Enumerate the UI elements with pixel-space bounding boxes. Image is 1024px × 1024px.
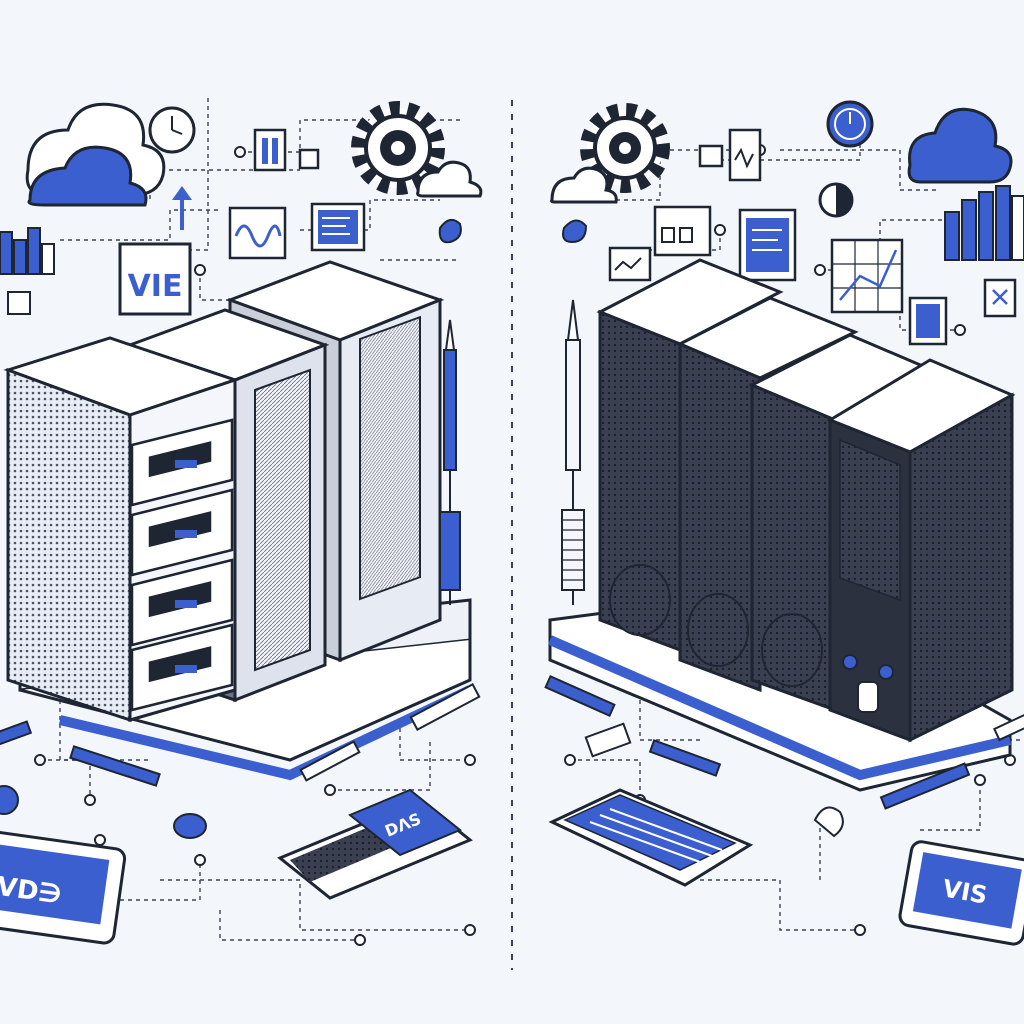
clock-icon (826, 100, 874, 148)
bar-chart-icon (944, 185, 1024, 261)
tablet-icon: VD∋ (0, 830, 127, 945)
chart-card-icon (253, 128, 287, 172)
card-icon (608, 246, 652, 282)
screwdriver-icon (879, 762, 971, 810)
server-rack-icon (748, 333, 936, 713)
server-rack-icon (826, 358, 1016, 743)
tablet-icon: VIS (898, 840, 1024, 946)
left-connector-dots (34, 146, 476, 946)
screwdriver-icon (648, 739, 722, 777)
cloud-icon (416, 160, 483, 198)
waveform-card-icon (228, 206, 287, 260)
pen-icon (409, 683, 481, 731)
cloud-icon (550, 166, 618, 204)
leaf-icon (438, 218, 462, 244)
right-connector-dots (564, 144, 1016, 936)
gear-icon (580, 103, 670, 193)
drive-bays (130, 418, 234, 712)
grid-chart-icon (830, 238, 904, 314)
card-icon (908, 296, 948, 346)
screwdriver-icon (69, 745, 161, 787)
pencil-icon (439, 319, 461, 605)
leaf-icon (562, 219, 588, 244)
disc-icon (0, 785, 19, 815)
gauge-icon (813, 806, 844, 838)
status-lights (175, 460, 197, 673)
pen-icon (993, 710, 1024, 742)
screwdriver-icon (544, 674, 616, 718)
power-button-icon (842, 654, 858, 670)
card-icon (653, 205, 712, 257)
card-icon (983, 278, 1017, 318)
tablet-icon (548, 788, 754, 887)
arrow-up-icon (172, 186, 192, 230)
document-screen-icon (738, 208, 797, 282)
bar-chart-icon (0, 227, 55, 275)
cloud-icon (25, 102, 166, 207)
pen-icon (299, 740, 361, 782)
clock-icon (148, 106, 196, 154)
pencil-icon (561, 299, 585, 605)
document-screen-icon (310, 202, 366, 252)
square-icon (7, 291, 31, 315)
roll-icon (173, 813, 207, 839)
label-panel: VIE (118, 242, 192, 316)
square-icon (298, 148, 320, 170)
server-rack-icon (596, 258, 784, 653)
screwdriver-icon (0, 720, 33, 748)
pulse-card-icon (728, 128, 762, 182)
square-icon (698, 144, 724, 168)
gear-icon (351, 101, 445, 195)
panel-label: VIE (128, 269, 183, 304)
phone-icon: DΛS (277, 788, 473, 900)
pen-icon (584, 722, 632, 758)
server-rack-icon (676, 296, 859, 693)
power-button-icon (878, 664, 894, 680)
cloud-icon (907, 107, 1013, 184)
moon-icon (818, 182, 854, 218)
server-rack-icon (3, 336, 240, 723)
